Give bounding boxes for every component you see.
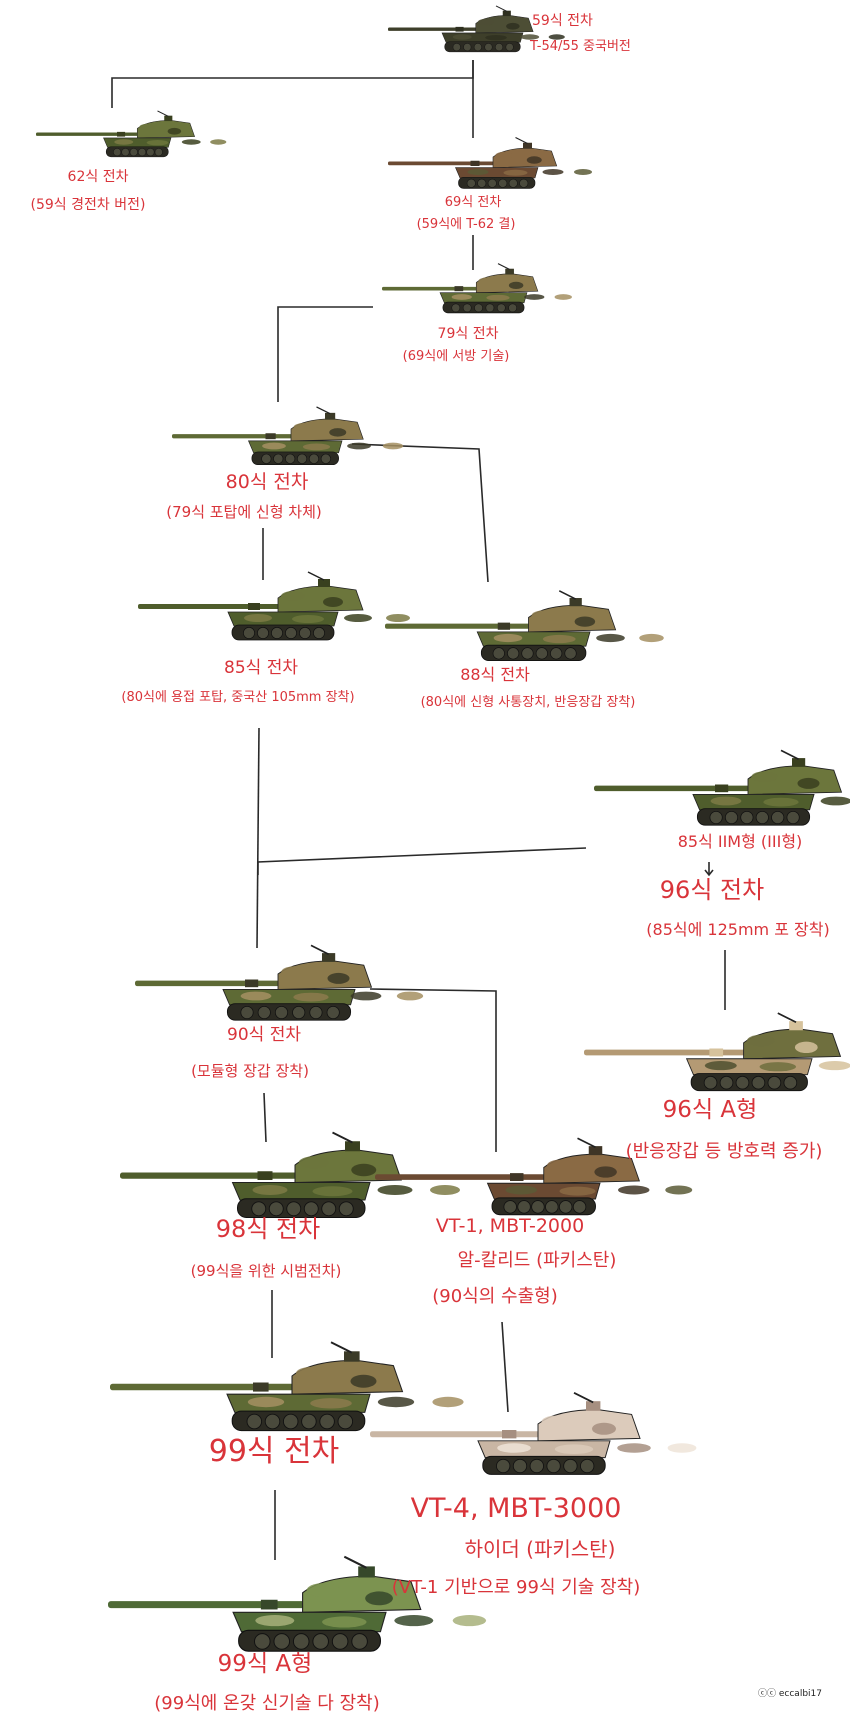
label-85-name: 85식 전차 (224, 658, 298, 678)
label-vt4-note2: (VT-1 기반으로 99식 기술 장착) (392, 1577, 640, 1598)
label-vt4-name: VT-4, MBT-3000 (411, 1493, 622, 1524)
t85iim-tank-illustration (594, 749, 850, 826)
label-96a-name: 96식 A형 (663, 1097, 758, 1123)
t80-tank-illustration (172, 406, 404, 466)
label-88-note: (80식에 신형 사통장치, 반응장갑 장착) (421, 695, 636, 710)
label-98-note: (99식을 위한 시범전차) (191, 1262, 342, 1280)
label-88-name: 88식 전차 (460, 665, 530, 684)
connector-79-80 (277, 306, 373, 402)
arrow-head (704, 869, 714, 877)
label-79-note: (69식에 서방 기술) (403, 349, 510, 364)
label-vt1-name: VT-1, MBT-2000 (436, 1215, 584, 1237)
t90-tank-illustration (135, 944, 424, 1021)
label-96-note: (85식에 125mm 포 장착) (646, 920, 829, 939)
label-85-note: (80식에 용접 포탑, 중국산 105mm 장착) (121, 690, 354, 705)
t98-tank-illustration (120, 1131, 460, 1218)
author-credit: ⓒⓒ eccalbi17 (758, 1689, 822, 1699)
t96a-tank-illustration (584, 1012, 850, 1092)
connector-vt1-vt4 (501, 1321, 509, 1413)
connector-lines (111, 60, 726, 1560)
label-59-note: T-54/55 중국버전 (529, 39, 631, 54)
label-96a-note: (반응장갑 등 방호력 증가) (626, 1141, 823, 1162)
t85-tank-illustration (138, 571, 410, 641)
connector-80-88 (351, 443, 489, 583)
t79-tank-illustration (382, 263, 572, 314)
label-99a-name: 99식 A형 (218, 1651, 313, 1677)
t88-tank-illustration (385, 590, 664, 661)
label-90-name: 90식 전차 (227, 1025, 301, 1045)
connector-90-vt1 (369, 988, 497, 1152)
label-69-note: (59식에 T-62 결) (417, 217, 516, 232)
node-labels: 59식 전차 T-54/55 중국버전 62식 전차 (59식 경전차 버전) … (31, 13, 830, 1714)
label-vt1-note2: (90식의 수출형) (432, 1286, 557, 1307)
label-69-name: 69식 전차 (445, 195, 502, 210)
label-99a-note: (99식에 온갖 신기술 다 장착) (154, 1693, 379, 1714)
tank-illustrations (36, 5, 850, 1652)
label-90-note: (모듈형 장갑 장착) (191, 1062, 309, 1080)
label-62-note: (59식 경전차 버전) (31, 197, 146, 213)
vt4-tank-illustration (370, 1391, 697, 1475)
label-85iim-name: 85식 IIM형 (III형) (678, 832, 803, 851)
label-99-name: 99식 전차 (209, 1434, 340, 1469)
label-98-name: 98식 전차 (216, 1215, 320, 1243)
t59-tank-illustration (388, 5, 565, 53)
connector-85-90 (256, 727, 260, 949)
t69-tank-illustration (388, 136, 592, 189)
label-62-name: 62식 전차 (68, 169, 129, 185)
t62-tank-illustration (36, 110, 227, 158)
label-80-name: 80식 전차 (226, 471, 309, 493)
t99a-tank-illustration (108, 1555, 487, 1652)
label-59-name: 59식 전차 (532, 13, 593, 29)
connector-90-98 (263, 1092, 267, 1143)
label-96-name: 96식 전차 (660, 876, 764, 904)
label-vt4-note: 하이더 (파키스탄) (465, 1537, 616, 1561)
label-80-note: (79식 포탑에 신형 차체) (166, 503, 322, 521)
connector-59-62 (111, 60, 474, 108)
label-vt1-note: 알-칼리드 (파키스탄) (458, 1250, 617, 1271)
connector-85iim-junction (257, 847, 587, 875)
label-79-name: 79식 전차 (438, 326, 499, 342)
vt1-tank-illustration (375, 1137, 693, 1216)
t99-tank-illustration (110, 1341, 464, 1432)
